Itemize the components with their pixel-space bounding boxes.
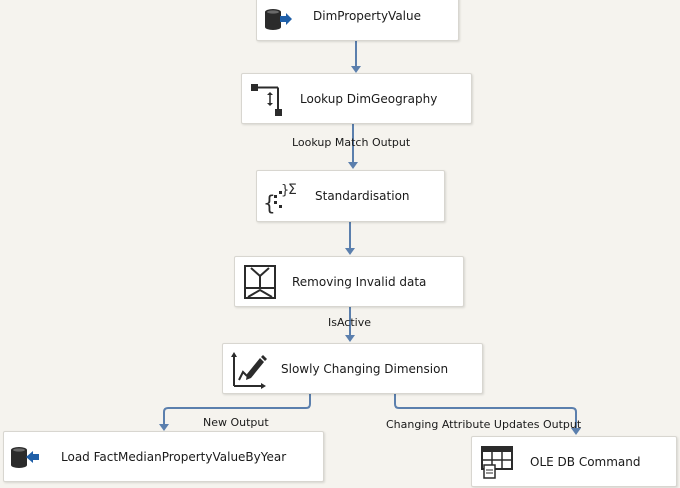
arrowhead-standardisation	[348, 162, 358, 169]
component-dim-property-value[interactable]: DimPropertyValue	[256, 0, 459, 41]
component-label: Lookup DimGeography	[300, 92, 438, 106]
component-lookup-dim-geography[interactable]: Lookup DimGeography	[241, 73, 472, 124]
slowly-changing-dimension-icon	[230, 350, 268, 390]
component-label: Load FactMedianPropertyValueByYear	[61, 450, 287, 464]
svg-text:}: }	[281, 183, 289, 198]
ole-db-command-icon	[480, 445, 514, 481]
component-slowly-changing-dimension[interactable]: Slowly Changing Dimension	[222, 343, 483, 394]
database-source-icon	[262, 4, 292, 34]
svg-text:{: {	[263, 191, 276, 214]
component-label: Standardisation	[315, 189, 410, 203]
svg-text:Σ: Σ	[288, 182, 297, 198]
arrowhead-scd	[345, 335, 355, 342]
path-label-changing-attribute-updates-output: Changing Attribute Updates Output	[386, 418, 582, 431]
component-label: Removing Invalid data	[292, 275, 427, 289]
component-label: DimPropertyValue	[313, 9, 421, 23]
path-label-is-active: IsActive	[328, 316, 372, 329]
arrowhead-lookup	[351, 66, 361, 73]
arrowhead-load-fact	[159, 424, 169, 431]
conditional-split-icon	[243, 264, 277, 300]
component-label: Slowly Changing Dimension	[281, 362, 449, 376]
component-load-fact-median-property-value-by-year[interactable]: Load FactMedianPropertyValueByYear	[3, 431, 324, 482]
path-label-lookup-match-output: Lookup Match Output	[292, 136, 411, 149]
path-label-new-output: New Output	[203, 416, 269, 429]
lookup-icon	[250, 80, 284, 120]
connector-scd-to-ole-db	[394, 394, 577, 429]
component-label: OLE DB Command	[530, 455, 641, 469]
component-removing-invalid-data[interactable]: Removing Invalid data	[234, 256, 464, 307]
database-destination-icon	[9, 442, 39, 472]
derived-column-icon: { } Σ	[263, 180, 303, 214]
connector-scd-to-load-fact	[163, 394, 311, 425]
component-standardisation[interactable]: { } Σ Standardisation	[256, 170, 445, 222]
component-ole-db-command[interactable]: OLE DB Command	[471, 436, 677, 487]
arrowhead-removing	[345, 248, 355, 255]
arrowhead-ole-db	[571, 428, 581, 435]
